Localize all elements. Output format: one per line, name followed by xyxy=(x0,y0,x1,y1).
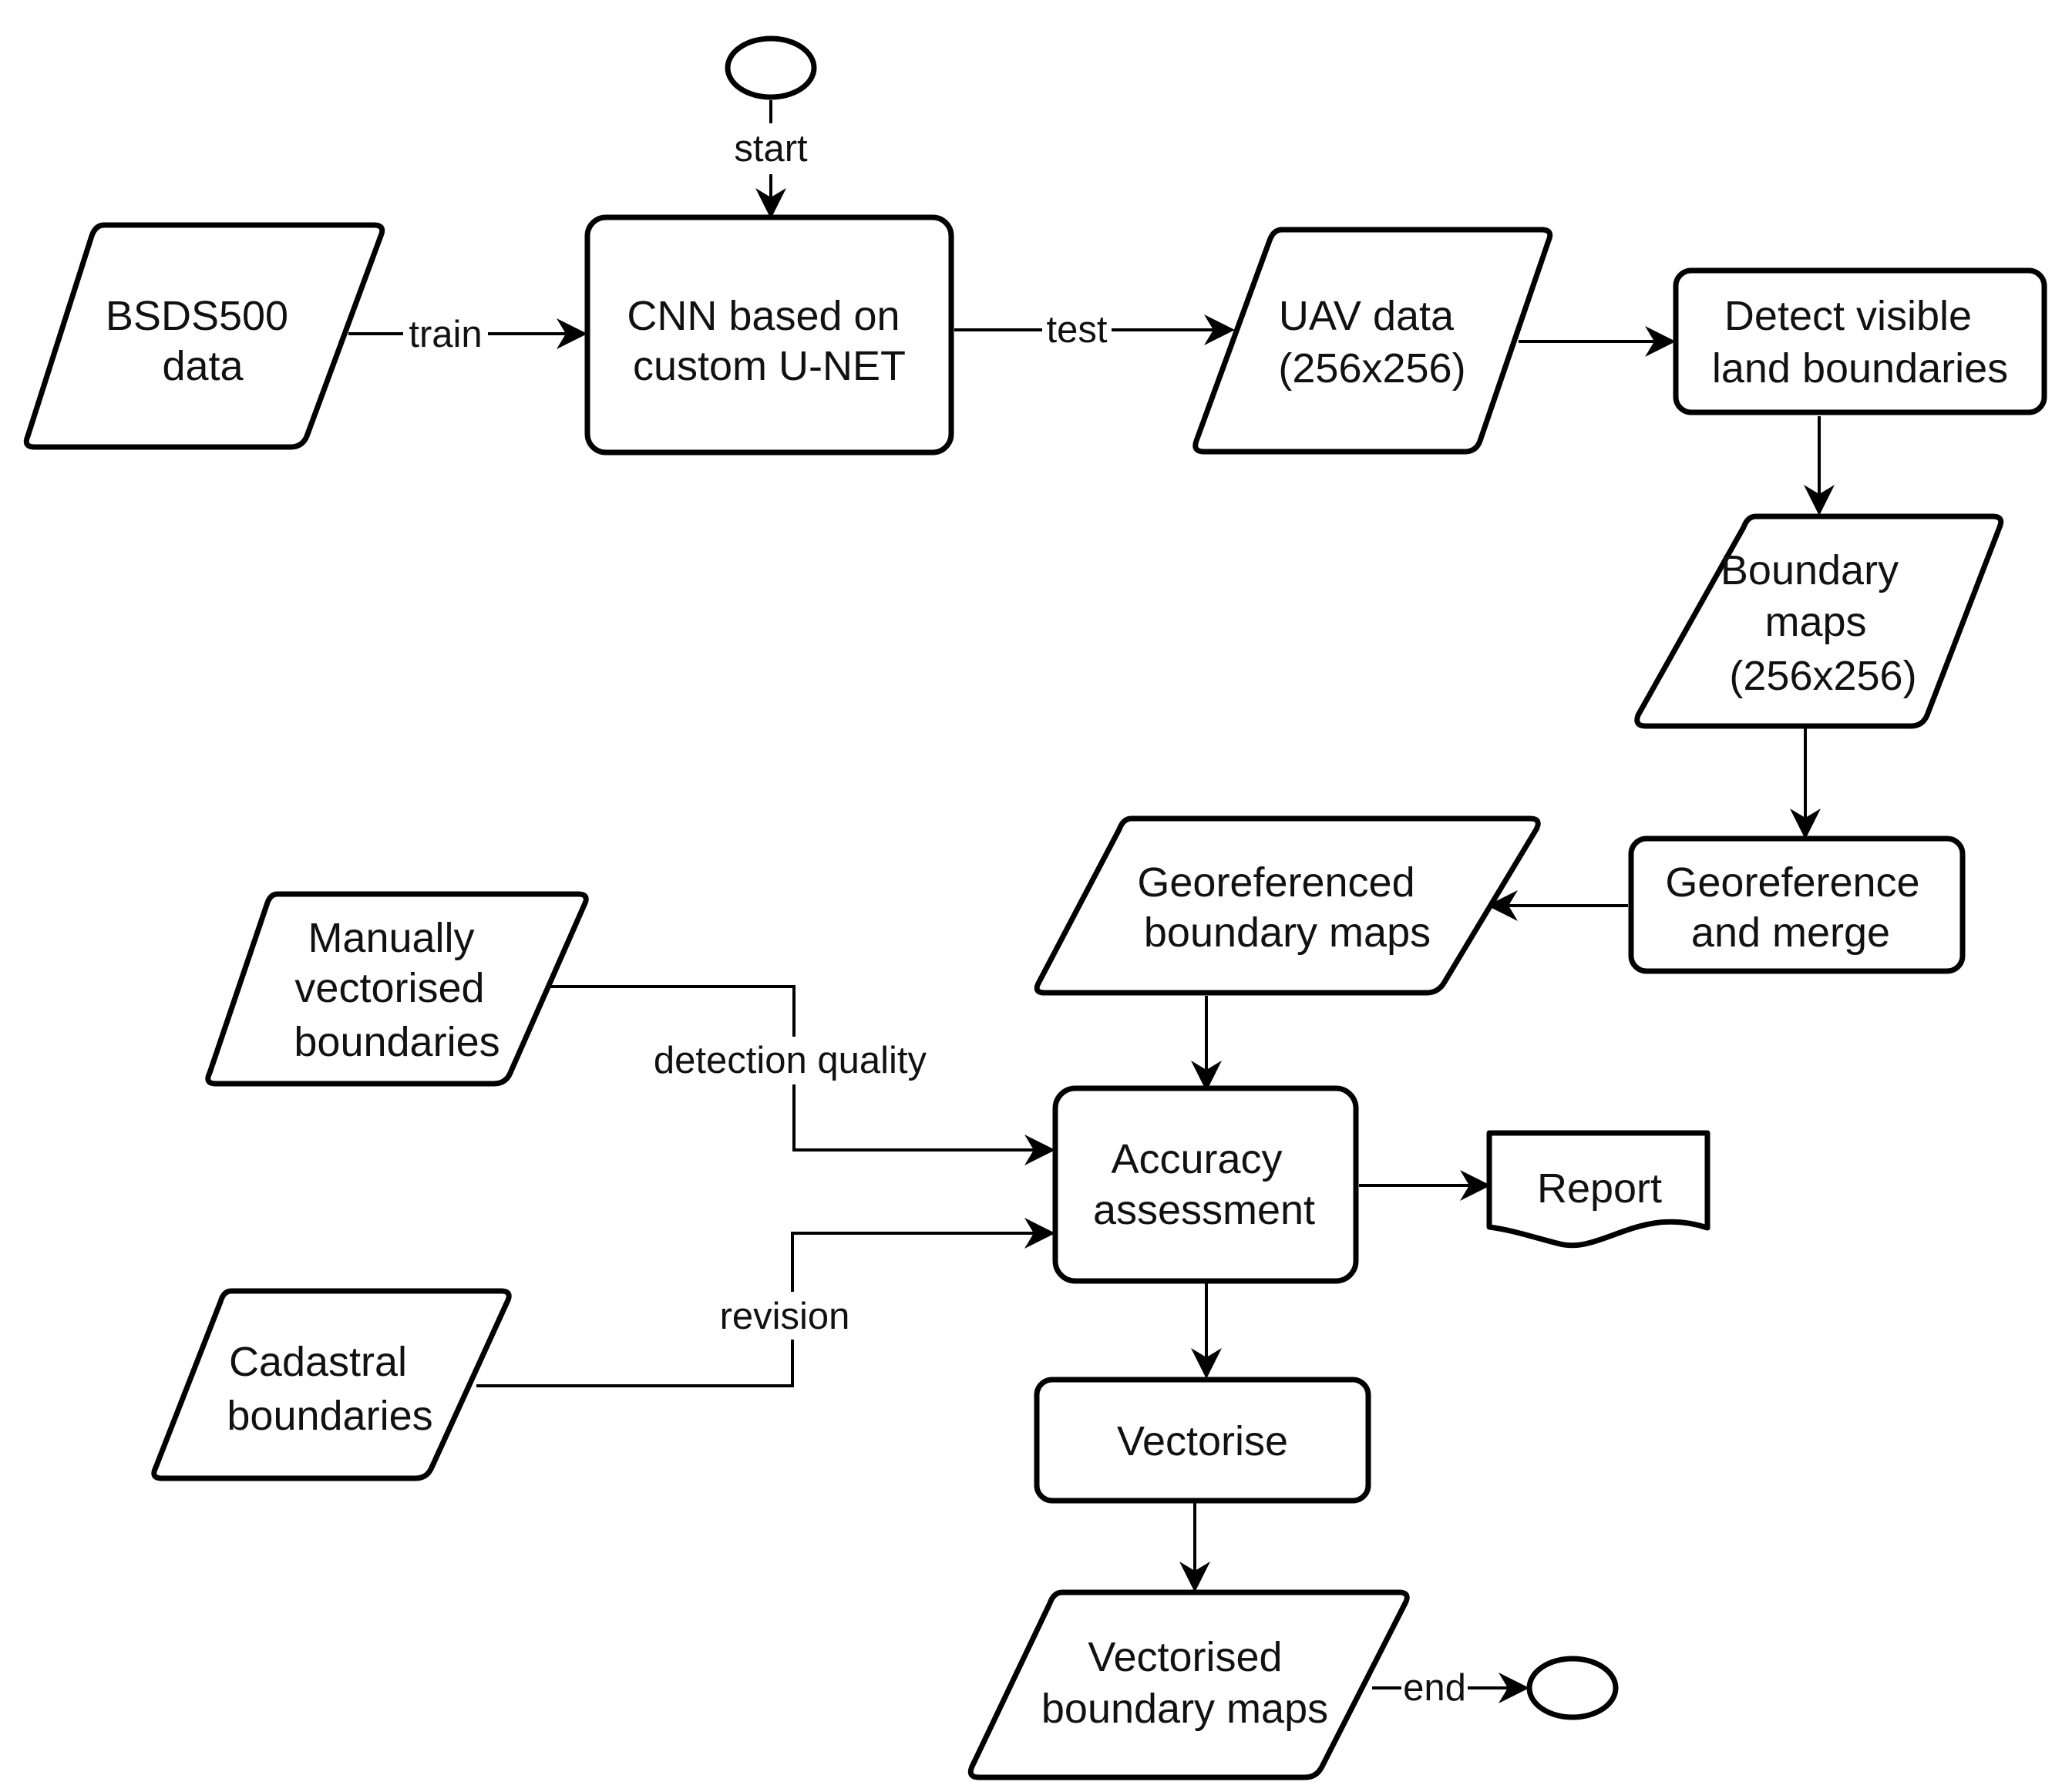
node-vectorise: Vectorise xyxy=(1034,1377,1371,1504)
node-cadastral-line-1: Cadastral xyxy=(229,1339,407,1385)
end-terminal xyxy=(1526,1656,1619,1720)
node-report-label: Report xyxy=(1537,1165,1662,1212)
svg-text:UAV data (256x256): UAV data (256x256) xyxy=(1278,293,1465,392)
svg-text:Vectorised boundary maps: Vectorised boundary maps xyxy=(1041,1634,1328,1732)
node-vectorised-maps-line-1: Vectorised xyxy=(1088,1634,1282,1680)
node-cnn-line-2: custom U-NET xyxy=(633,343,906,389)
node-georef-merge-line-2: and merge xyxy=(1691,909,1890,956)
node-georef-merge-line-1: Georeference xyxy=(1665,859,1919,906)
node-bsds500: BSDS500 data xyxy=(23,222,385,450)
node-georef-maps-line-2: boundary maps xyxy=(1144,909,1431,956)
edge-label-revision: revision xyxy=(720,1296,850,1337)
node-accuracy: Accuracy assessment xyxy=(1052,1085,1359,1284)
node-cnn: CNN based on custom U-NET xyxy=(584,214,954,456)
node-manual: Manually vectorised boundaries xyxy=(205,891,589,1087)
node-georef-maps: Georeferenced boundary maps xyxy=(1034,815,1541,996)
node-boundary-maps-line-1: Boundary xyxy=(1721,547,1899,593)
node-vectorised-maps-line-2: boundary maps xyxy=(1041,1686,1328,1732)
svg-text:Detect visible land boun: Detect visible land boundaries xyxy=(1712,293,2008,392)
svg-text:Georeferenced boundary m: Georeferenced boundary maps xyxy=(1137,859,1431,956)
node-manual-line-3: boundaries xyxy=(294,1019,500,1065)
svg-text:CNN based on custom U-NE: CNN based on custom U-NET xyxy=(627,293,911,389)
node-vectorise-label: Vectorise xyxy=(1117,1418,1288,1464)
node-bsds500-line-1: BSDS500 xyxy=(106,293,288,339)
node-detect: Detect visible land boundaries xyxy=(1673,267,2047,415)
svg-text:Manually vectorised: Manually vectorised boundaries xyxy=(294,915,500,1065)
edge-label-detection-quality: detection quality xyxy=(654,1040,927,1081)
node-report: Report xyxy=(1486,1130,1710,1249)
node-boundary-maps-line-3: (256x256) xyxy=(1729,653,1916,699)
svg-text:Cadastral boundaries: Cadastral boundaries xyxy=(227,1339,432,1439)
node-bsds500-line-2: data xyxy=(162,343,244,389)
edge-labels: start train test detection quality revis… xyxy=(403,123,1468,1711)
node-georef-maps-line-1: Georeferenced xyxy=(1137,859,1414,906)
svg-text:Accuracy assessment: Accuracy assessment xyxy=(1093,1136,1315,1233)
node-cnn-line-1: CNN based on xyxy=(627,293,900,339)
svg-text:BSDS500 data: BSDS500 data xyxy=(106,293,300,389)
svg-text:Georeference and merge: Georeference and merge xyxy=(1665,859,1931,956)
node-detect-line-2: land boundaries xyxy=(1712,345,2008,392)
node-boundary-maps: Boundary maps (256x256) xyxy=(1634,513,2004,729)
edge-label-start: start xyxy=(734,128,808,170)
node-manual-line-2: vectorised xyxy=(294,965,484,1011)
node-uav-line-2: (256x256) xyxy=(1278,345,1465,392)
node-vectorised-maps: Vectorised boundary maps xyxy=(967,1589,1410,1780)
edge-label-train: train xyxy=(409,314,482,355)
node-cadastral-line-2: boundaries xyxy=(227,1393,432,1439)
node-boundary-maps-line-2: maps xyxy=(1764,599,1866,645)
node-georef-merge: Georeference and merge xyxy=(1628,835,1966,974)
node-uav: UAV data (256x256) xyxy=(1192,227,1553,455)
node-cadastral: Cadastral boundaries xyxy=(151,1288,512,1481)
node-accuracy-line-1: Accuracy xyxy=(1111,1136,1282,1182)
node-accuracy-line-2: assessment xyxy=(1093,1187,1315,1233)
node-detect-line-1: Detect visible xyxy=(1724,293,1972,339)
node-uav-line-1: UAV data xyxy=(1279,293,1455,339)
edge-label-test: test xyxy=(1047,309,1108,351)
edge-label-end: end xyxy=(1403,1667,1466,1709)
svg-text:Boundary maps (256: Boundary maps (256x256) xyxy=(1721,547,1917,699)
start-terminal xyxy=(725,35,817,100)
node-manual-line-1: Manually xyxy=(308,915,474,961)
